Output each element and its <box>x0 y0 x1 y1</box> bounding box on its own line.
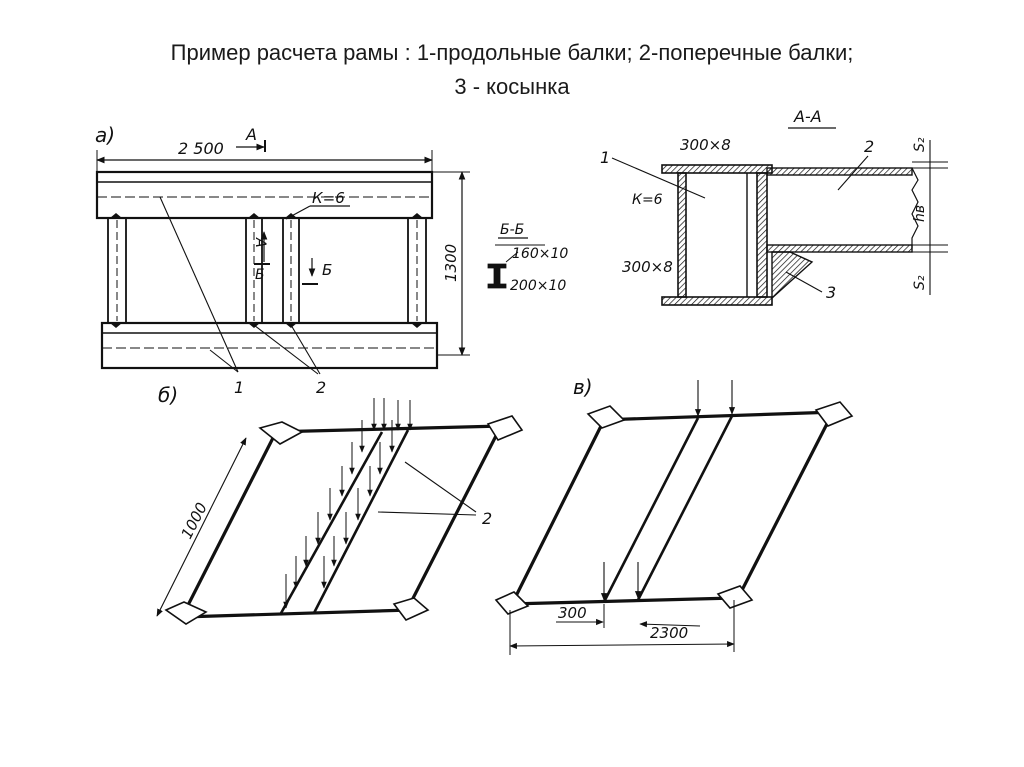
weld-leg-label: К=6 <box>312 189 345 207</box>
figure-v-span-dimension-line <box>509 640 735 650</box>
top-longitudinal-beam <box>95 170 434 220</box>
section-mark-b-left: Б <box>255 267 265 283</box>
cross-beams <box>107 217 427 324</box>
section-aa-cross-beam-bottom <box>766 244 913 253</box>
figure-v-cross-beam-2 <box>636 415 734 601</box>
section-mark-b-right: Б <box>322 261 332 279</box>
slide-title-line-2: 3 - косынка <box>454 74 570 99</box>
section-aa-dim-s2-top: S₂ <box>912 137 928 152</box>
figure-v-cross-beam-1 <box>602 417 700 603</box>
figure-v-dim-span: 2300 <box>650 624 688 642</box>
section-aa-callout-3: 3 <box>826 283 836 302</box>
section-aa-callout-1: 1 <box>600 148 610 167</box>
figure-b-load-arrows <box>283 398 413 609</box>
figure-b-load-scheme: б) 1000 <box>156 383 524 625</box>
figure-b-label: б) <box>158 383 178 407</box>
section-aa-bottom-flange <box>661 296 773 306</box>
callout-1-longitudinal: 1 <box>234 378 244 397</box>
section-aa-cross-beam-top <box>766 167 913 176</box>
figure-b-callout-2: 2 <box>482 509 492 528</box>
figure-a-label: а) <box>95 123 115 147</box>
section-aa-weld-leg: К=6 <box>632 192 663 208</box>
gussets <box>110 213 423 328</box>
figure-v-dim-offset: 300 <box>558 604 587 622</box>
section-aa-web-left <box>677 172 687 298</box>
section-aa-web-dim: 300×8 <box>622 258 673 276</box>
figure-b-dim-length: 1000 <box>178 500 211 542</box>
section-bb-title: Б-Б <box>500 222 524 238</box>
figure-b-cross-beam-1 <box>278 431 384 616</box>
section-bb-web: 200×10 <box>510 278 566 294</box>
i-beam-section-icon <box>487 263 507 289</box>
section-bb-flange: 160×10 <box>512 246 568 262</box>
section-aa-web-right <box>756 172 768 298</box>
section-bb: Б-Б 160×10 200×10 <box>487 222 568 294</box>
section-aa-title: А-А <box>793 107 822 126</box>
section-mark-a-top: А <box>245 125 257 144</box>
section-aa: А-А 300×8 1 К=6 300×8 2 3 <box>600 107 948 306</box>
section-mark-a-side: А <box>252 237 268 248</box>
figure-v-label: в) <box>573 375 593 399</box>
section-aa-dim-hb: hв <box>912 205 928 222</box>
figure-v-load-scheme: в) 300 2300 <box>494 375 854 655</box>
section-aa-callout-2: 2 <box>864 137 874 156</box>
dimension-height-label: 1300 <box>442 244 460 282</box>
figure-b-cross-beam-2 <box>312 429 410 614</box>
section-aa-flange-dim: 300×8 <box>680 136 731 154</box>
section-aa-top-flange <box>661 164 773 174</box>
dimension-width-label: 2 500 <box>178 139 224 158</box>
section-aa-dim-s2-bottom: S₂ <box>912 275 928 290</box>
slide-title-line-1: Пример расчета рамы : 1-продольные балки… <box>170 40 854 65</box>
bottom-longitudinal-beam <box>100 321 439 370</box>
callout-2-cross: 2 <box>316 378 326 397</box>
figure-a-frame-plan: а) 2 500 А <box>95 123 470 397</box>
